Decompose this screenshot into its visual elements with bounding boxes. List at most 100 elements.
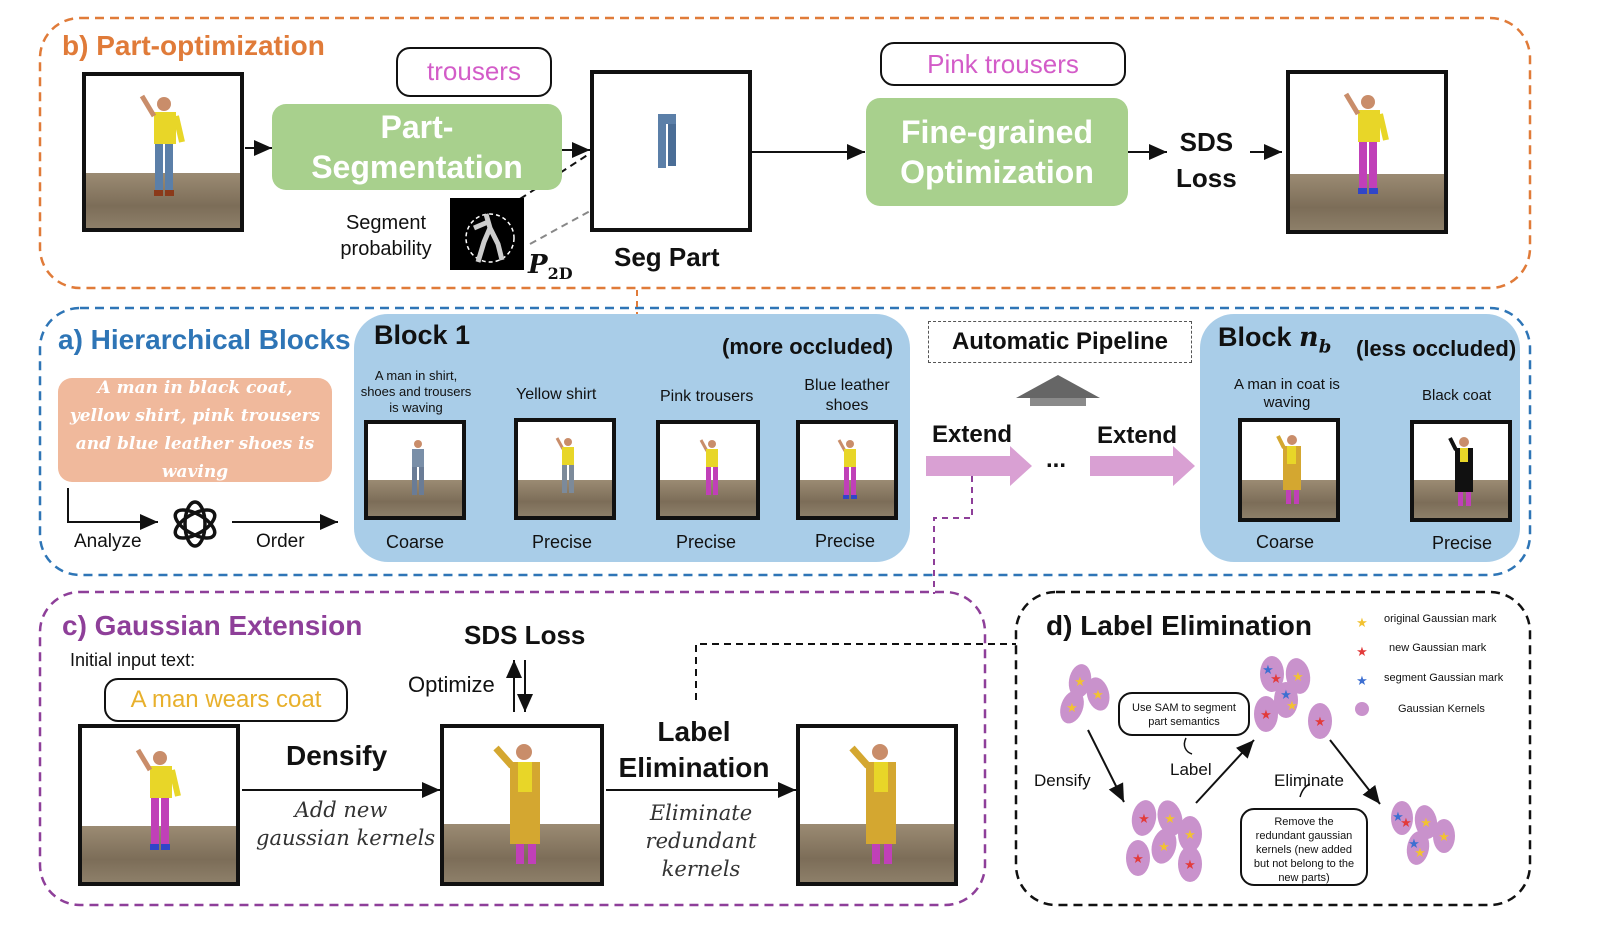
c-input-image <box>78 724 240 886</box>
pink-trousers-tag: Pink trousers <box>880 42 1126 86</box>
svg-text:★: ★ <box>1400 816 1412 831</box>
openai-logo-icon <box>173 500 217 548</box>
segment-prob-line2: probability <box>340 238 432 260</box>
b1-image-4 <box>796 420 898 520</box>
svg-text:★: ★ <box>1314 715 1326 730</box>
b1-label-2: Precise <box>532 532 593 552</box>
svg-text:★: ★ <box>1184 828 1196 843</box>
bn-label-1: Coarse <box>1256 532 1315 552</box>
man-wears-coat-tag: A man wears coat <box>104 678 348 722</box>
p2d-symbol: P2D <box>528 250 573 283</box>
input-render-image <box>82 72 244 232</box>
automatic-pipeline-box: Automatic Pipeline <box>928 321 1192 363</box>
add-new-line2: gaussian kernels <box>256 826 436 850</box>
legend-kernels: Gaussian Kernels <box>1398 703 1485 715</box>
legend-original: original Gaussian mark <box>1384 613 1497 625</box>
svg-text:★: ★ <box>1356 616 1368 631</box>
b1-caption-2: Yellow shirt <box>516 386 597 403</box>
panel-c-border <box>38 590 987 907</box>
svg-text:★: ★ <box>1262 663 1274 678</box>
c-densified-image <box>440 724 604 886</box>
kernel-cluster-3 <box>1126 800 1202 882</box>
b1-image-3 <box>656 420 760 520</box>
panel-c-title: c) Gaussian Extension <box>62 610 363 641</box>
fine-line1: Fine-grained <box>900 114 1093 150</box>
svg-text:★: ★ <box>1092 688 1104 703</box>
densify-label-c: Densify <box>286 740 388 771</box>
block-1-title: Block 1 <box>374 320 471 350</box>
segment-prob-line1: Segment <box>345 212 427 234</box>
output-render-image <box>1286 70 1448 234</box>
part-seg-line2: Segmentation <box>311 149 523 185</box>
label-line2: Elimination <box>618 752 770 783</box>
segment-probability-label: Segment probability <box>326 210 446 262</box>
b1-caption-3: Pink trousers <box>660 388 754 405</box>
b1-label-1: Coarse <box>386 532 445 552</box>
p-subscript: 2D <box>547 264 573 284</box>
block-nb-symbol: n <box>1299 322 1319 353</box>
svg-text:★: ★ <box>1408 837 1420 852</box>
b1-label-3: Precise <box>676 532 737 552</box>
block-nb-word: Block <box>1218 322 1292 352</box>
sam-line2: part semantics <box>1148 716 1220 728</box>
extend-label-1: Extend <box>932 421 1013 448</box>
sds-loss-c: SDS Loss <box>464 620 586 650</box>
p-symbol: P <box>528 250 548 280</box>
block-nb-title: Block nb <box>1218 322 1331 357</box>
panel-a-title: a) Hierarchical Blocks <box>58 324 351 355</box>
ellipsis-label: ... <box>1046 446 1067 473</box>
part-seg-line1: Part- <box>380 109 454 145</box>
trousers-tag: trousers <box>396 47 552 97</box>
svg-text:★: ★ <box>1164 812 1176 827</box>
svg-text:★: ★ <box>1356 674 1368 689</box>
svg-text:★: ★ <box>1438 830 1450 845</box>
label-line1: Label <box>657 716 731 747</box>
kernel-cluster-1 <box>1060 664 1110 724</box>
remove-line1: Remove the <box>1274 816 1334 828</box>
svg-text:★: ★ <box>1292 670 1304 685</box>
b1-caption-1: A man in shirt, shoes and trousers is wa… <box>360 368 472 415</box>
svg-text:★: ★ <box>1138 812 1150 827</box>
human-figure <box>139 94 185 196</box>
part-segmentation-box: Part- Segmentation <box>272 104 562 190</box>
order-label: Order <box>256 531 305 552</box>
b1-image-1 <box>364 420 466 520</box>
svg-text:★: ★ <box>1392 810 1404 825</box>
sam-speech-bubble: Use SAM to segment part semantics <box>1118 692 1250 736</box>
svg-text:★: ★ <box>1184 858 1196 873</box>
label-arrow-text: Label <box>1170 760 1212 779</box>
panel-d-title: d) Label Elimination <box>1046 610 1313 641</box>
kernel-cluster-2 <box>1254 656 1332 739</box>
panel-b-title: b) Part-optimization <box>62 30 325 61</box>
panel-d-border <box>1014 590 1532 907</box>
bn-label-2: Precise <box>1432 533 1493 553</box>
svg-text:★: ★ <box>1132 852 1144 867</box>
seg-part-label: Seg Part <box>614 242 720 272</box>
elim-line1: Eliminate <box>649 801 753 825</box>
analyze-label: Analyze <box>74 531 142 552</box>
svg-text:★: ★ <box>1066 701 1078 716</box>
extend-arrow-1 <box>926 446 1032 486</box>
legend-segment: segment Gaussian mark <box>1384 672 1504 684</box>
more-occluded-label: (more occluded) <box>722 334 894 359</box>
sds-line2: Loss <box>1176 163 1237 193</box>
remove-line3: kernels (new added <box>1255 844 1352 856</box>
svg-text:★: ★ <box>1420 816 1432 831</box>
svg-text:★: ★ <box>1270 672 1282 687</box>
extend-label-2: Extend <box>1097 422 1178 449</box>
bn-image-1 <box>1238 418 1340 522</box>
b1-label-4: Precise <box>815 531 876 551</box>
svg-text:★: ★ <box>1074 675 1086 690</box>
eliminate-label-d: Eliminate <box>1274 771 1344 790</box>
sam-line1: Use SAM to segment <box>1132 702 1236 714</box>
bn-caption-1: A man in coat is waving <box>1234 376 1340 411</box>
svg-text:★: ★ <box>1280 688 1292 703</box>
seg-part-image <box>590 70 752 232</box>
optimize-label: Optimize <box>408 672 495 697</box>
bn-caption-2: Black coat <box>1422 387 1492 404</box>
